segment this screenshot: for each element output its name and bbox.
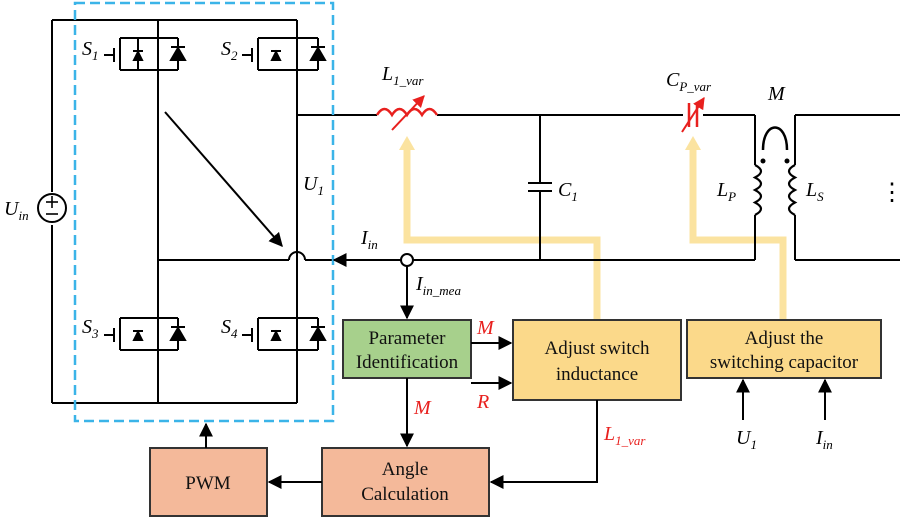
angle-calculation-block [321,447,490,517]
signal-m-to-angle: M [413,397,432,419]
label-uin: Uin [4,198,29,223]
yellow-arrow-inductor [399,136,415,150]
input-u1: U1 [736,427,757,452]
pwm-label: PWM [185,473,231,494]
label-s1: S1 [82,38,99,63]
circuit-wires [51,19,900,404]
wire-crossover [288,251,306,261]
label-lp: LP [716,179,736,204]
angle-calc-line2: Calculation [361,484,449,505]
label-mutual-m: M [767,83,786,105]
adjust-capacitor-line2: switching capacitor [710,352,859,373]
adjust-capacitor-line1: Adjust the [745,328,824,349]
mosfet-switch-icons [104,38,282,350]
mutual-coupling-icon [761,126,789,151]
label-ls: LS [805,179,824,204]
diode-icons [169,38,327,350]
adjust-inductance-line1: Adjust switch [544,338,650,359]
label-s3: S3 [82,316,99,341]
signal-l1-var: L1_var [603,423,646,448]
label-s2: S2 [221,38,238,63]
current-sensor-icon [400,253,414,267]
param-id-line2: Identification [356,352,459,373]
inverter-boundary [73,1,335,423]
control-arrows [199,266,832,489]
adjust-switching-capacitor-block [686,319,882,379]
input-iin: Iin [815,427,833,452]
control-lines [403,145,787,322]
dot-primary-icon [760,158,766,164]
label-iin: Iin [360,227,378,252]
label-l1-var: L1_var [381,63,424,88]
parameter-identification-block [342,319,472,379]
ellipsis-icon: ⋮ [880,180,900,206]
adjust-switch-inductance-block [512,319,682,401]
label-iin-mea: Iin_mea [415,273,461,298]
inductor-adjust-arrow [391,95,425,131]
signal-r-to-adjust: R [476,391,489,413]
label-u1: U1 [303,173,324,198]
capacitor-c1-icon [528,182,552,192]
param-id-line1: Parameter [368,328,446,349]
primary-coil-icon [752,164,763,216]
capacitor-adjust-arrow [681,96,705,133]
label-c1: C1 [558,179,578,204]
dot-secondary-icon [784,158,790,164]
adjust-inductance-line2: inductance [556,364,638,385]
diode-wires [158,37,318,351]
angle-calc-line1: Angle [382,459,428,480]
label-s4: S4 [221,316,238,341]
yellow-arrow-capacitor [685,136,701,150]
dc-source-icon [37,193,67,223]
pwm-block [149,447,268,517]
voltage-arrow [164,111,283,248]
signal-m-to-adjust: M [476,317,495,339]
label-cp-var: CP_var [666,69,712,94]
secondary-coil-icon [787,164,798,216]
